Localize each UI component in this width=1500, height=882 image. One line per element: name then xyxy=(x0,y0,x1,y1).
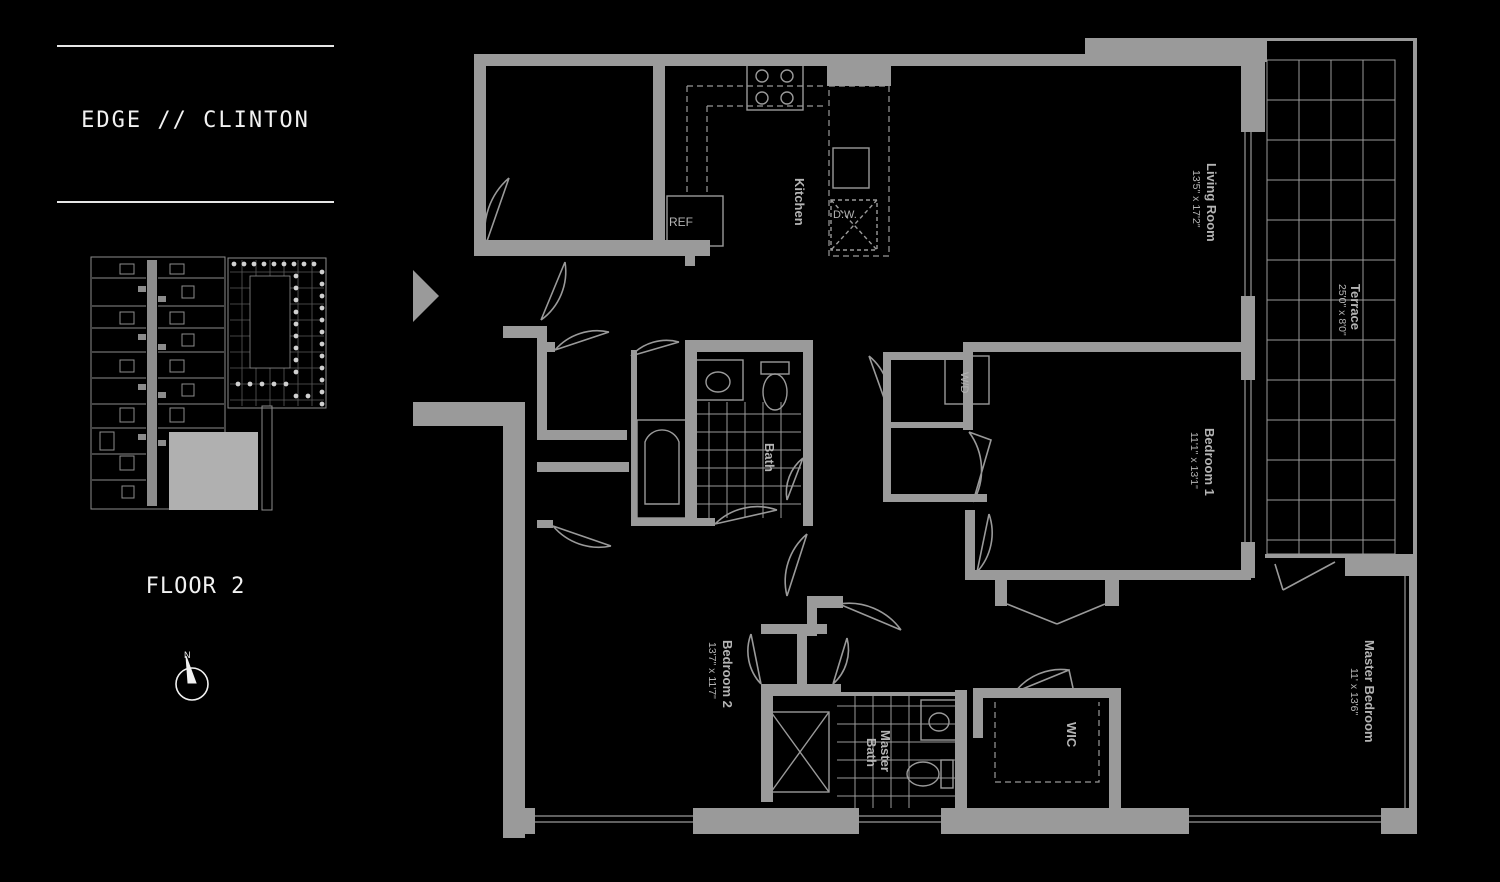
dw-label: D.W. xyxy=(833,209,857,221)
bottom-divider xyxy=(57,201,334,203)
terrace-paving xyxy=(1266,59,1396,555)
stove-icon xyxy=(746,63,804,111)
sink-icon xyxy=(832,147,870,189)
walls xyxy=(413,38,1417,838)
ref-label: REF xyxy=(669,215,693,229)
dishwasher xyxy=(830,199,878,251)
entry-arrow-icon xyxy=(413,270,439,322)
kitchen-label: Kitchen xyxy=(792,178,807,226)
master-bedroom-label: Master Bedroom xyxy=(1362,640,1377,743)
shower-icon xyxy=(770,711,830,793)
floor-plan: REF D.W. W/D xyxy=(413,38,1417,838)
top-divider xyxy=(57,45,334,47)
living-room-label: Living Room xyxy=(1204,163,1219,242)
toilet-icon xyxy=(906,761,940,787)
doors xyxy=(483,177,1336,693)
compass-icon: N xyxy=(175,650,209,701)
tub-basin xyxy=(644,429,680,505)
master-bath-tile xyxy=(837,696,955,808)
bath-label: Bath xyxy=(762,443,777,472)
shower-drain-lines xyxy=(770,711,830,793)
refrigerator xyxy=(666,195,724,247)
toilet-tank xyxy=(760,361,790,375)
basin xyxy=(928,712,950,732)
floor-label: FLOOR 2 xyxy=(145,574,246,599)
bedroom1-label: Bedroom 1 xyxy=(1202,428,1217,496)
terrace-dims: 25'0" x 8'0" xyxy=(1336,284,1348,336)
master-bath-label-2: Bath xyxy=(864,738,879,767)
master-bedroom-dims: 11' x 13'6" xyxy=(1348,668,1360,716)
toilet-tank xyxy=(940,759,954,789)
toilet-icon xyxy=(762,373,788,411)
wic-label: WIC xyxy=(1064,722,1079,748)
compass-north-letter: N xyxy=(184,650,191,660)
sidebar: EDGE // CLINTON xyxy=(0,0,390,882)
windows xyxy=(535,132,1412,823)
basin xyxy=(705,371,731,393)
bath-tile xyxy=(691,402,801,518)
tub-icon xyxy=(636,419,688,519)
sink-icon xyxy=(920,699,958,741)
burner xyxy=(755,69,769,83)
burner xyxy=(755,91,769,105)
wic-shelving xyxy=(994,702,1100,783)
living-room-dims: 13'5" x 17'2" xyxy=(1190,170,1202,228)
key-plan-thumbnail[interactable] xyxy=(90,256,328,512)
washer-dryer xyxy=(944,355,990,405)
bedroom2-label: Bedroom 2 xyxy=(720,640,735,708)
bedroom1-dims: 11'1" x 13'1" xyxy=(1188,432,1200,489)
burner xyxy=(780,91,794,105)
terrace-label: Terrace xyxy=(1348,284,1363,330)
bedroom2-dims: 13'7" x 11'7" xyxy=(706,642,718,699)
master-bath-label-1: Master xyxy=(878,730,893,772)
sink-icon xyxy=(692,359,744,401)
kitchen-cabinets xyxy=(686,85,890,257)
wd-label: W/D xyxy=(958,372,970,393)
burner xyxy=(780,69,794,83)
building-title: EDGE // CLINTON xyxy=(81,108,310,133)
